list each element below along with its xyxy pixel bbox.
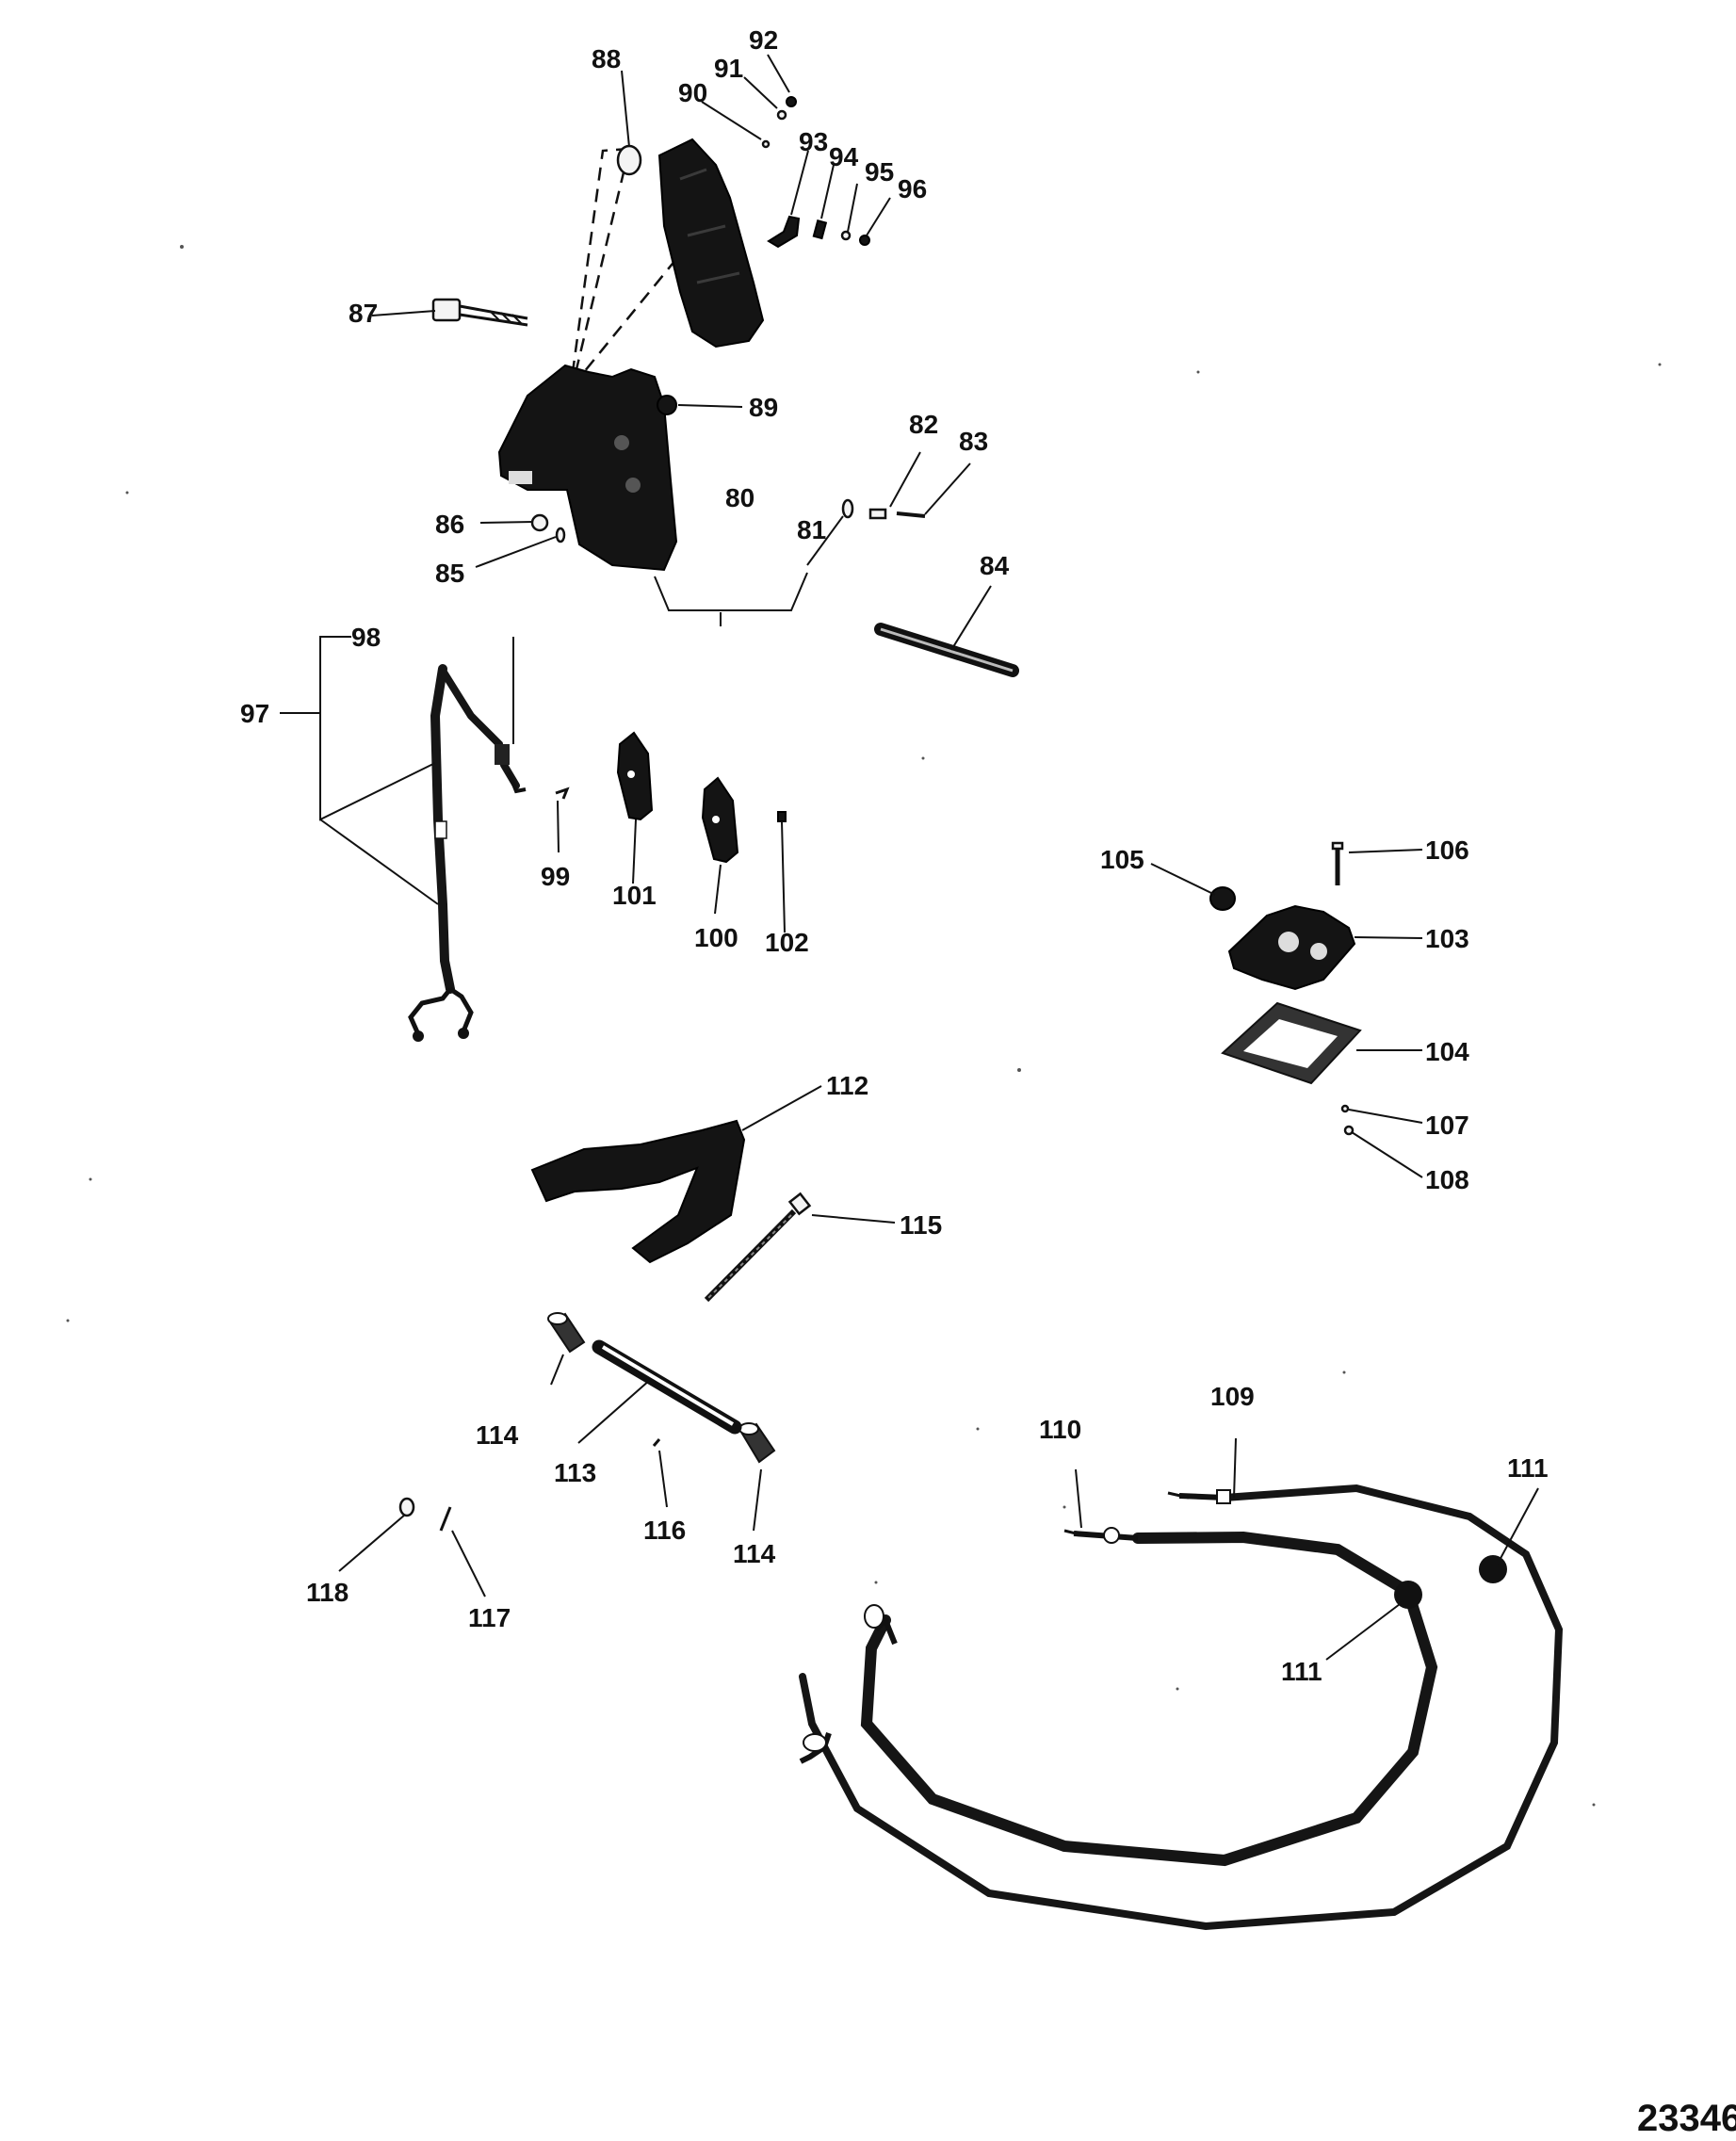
callout-116: 116: [643, 1516, 686, 1545]
callout-92: 92: [749, 25, 778, 55]
callout-99: 99: [541, 862, 570, 891]
part-101-plate: [616, 731, 654, 821]
callout-113: 113: [554, 1458, 596, 1487]
part-116: [652, 1438, 661, 1447]
callout-83: 83: [959, 427, 988, 456]
part-113-tube: [592, 1339, 742, 1435]
part-81: [841, 498, 854, 519]
part-95: [840, 230, 852, 241]
part-94: [812, 219, 828, 240]
part-114-sleeve-lower: [738, 1422, 776, 1464]
part-97-cable: [408, 664, 527, 1042]
callout-112: 112: [826, 1071, 868, 1100]
callout-labels: 80 81 82 83 84 85 86 87 88 89 90 91 92 9…: [240, 25, 1736, 2139]
part-118: [398, 1497, 415, 1517]
callout-111-upper: 111: [1507, 1453, 1549, 1483]
part-87-bolt: [431, 298, 528, 327]
callout-96: 96: [898, 174, 927, 203]
callout-81: 81: [797, 515, 826, 544]
drawing-number: 23346: [1637, 2098, 1736, 2139]
callout-107: 107: [1425, 1111, 1469, 1140]
part-106-bolt: [1331, 841, 1344, 885]
callout-84: 84: [980, 551, 1010, 580]
callout-101: 101: [612, 881, 657, 910]
callout-87: 87: [349, 299, 378, 328]
callout-103: 103: [1425, 924, 1469, 953]
callout-104: 104: [1425, 1037, 1469, 1066]
callout-110: 110: [1039, 1415, 1081, 1444]
part-109-110-hoses: [799, 1484, 1564, 1931]
leader-lines: [280, 54, 1539, 1661]
part-valve-body: [657, 138, 765, 349]
callout-100: 100: [694, 923, 738, 952]
callout-108: 108: [1425, 1165, 1469, 1194]
callout-118: 118: [306, 1578, 349, 1607]
callout-106: 106: [1425, 835, 1469, 865]
part-85: [555, 527, 566, 543]
part-84-rod: [874, 623, 1019, 677]
part-99: [555, 787, 570, 800]
part-88-o-ring: [616, 144, 642, 176]
callout-95: 95: [865, 157, 894, 187]
callout-90: 90: [678, 78, 707, 107]
part-96: [859, 235, 870, 246]
callout-91: 91: [714, 54, 743, 83]
callout-88: 88: [592, 44, 621, 73]
part-102: [777, 811, 787, 822]
part-114-sleeve-upper: [547, 1312, 586, 1354]
part-89: [657, 395, 677, 415]
part-90: [761, 139, 771, 149]
part-117: [439, 1506, 452, 1532]
part-92: [786, 96, 797, 107]
background-specks: [66, 245, 1662, 1807]
callout-94: 94: [829, 142, 859, 171]
part-104-gasket: [1221, 1001, 1362, 1085]
callout-114-upper: 114: [476, 1420, 519, 1450]
part-112-strap: [530, 1119, 746, 1264]
part-107: [1340, 1104, 1350, 1113]
part-art: [398, 96, 1564, 1931]
part-80-bracket: [497, 364, 678, 572]
part-82: [868, 508, 887, 520]
part-100-plate: [701, 776, 739, 864]
callout-98: 98: [351, 623, 381, 652]
callout-86: 86: [435, 510, 464, 539]
callout-115: 115: [900, 1210, 942, 1240]
part-108: [1343, 1125, 1355, 1136]
callout-89: 89: [749, 393, 778, 422]
callout-85: 85: [435, 559, 464, 588]
callout-105: 105: [1100, 845, 1144, 874]
callout-109: 109: [1210, 1382, 1255, 1411]
part-105: [1209, 886, 1236, 911]
callout-93: 93: [799, 127, 828, 156]
callout-82: 82: [909, 410, 938, 439]
part-91: [776, 109, 787, 121]
part-86: [530, 513, 549, 532]
part-83: [896, 511, 926, 518]
callout-97: 97: [240, 699, 269, 728]
part-115-probe: [704, 1192, 812, 1303]
callout-114-lower: 114: [733, 1539, 776, 1568]
part-93-bracket: [767, 215, 801, 249]
callout-80: 80: [725, 483, 754, 512]
callout-117: 117: [468, 1603, 511, 1632]
callout-102: 102: [765, 928, 809, 957]
callout-111-lower: 111: [1281, 1657, 1322, 1686]
